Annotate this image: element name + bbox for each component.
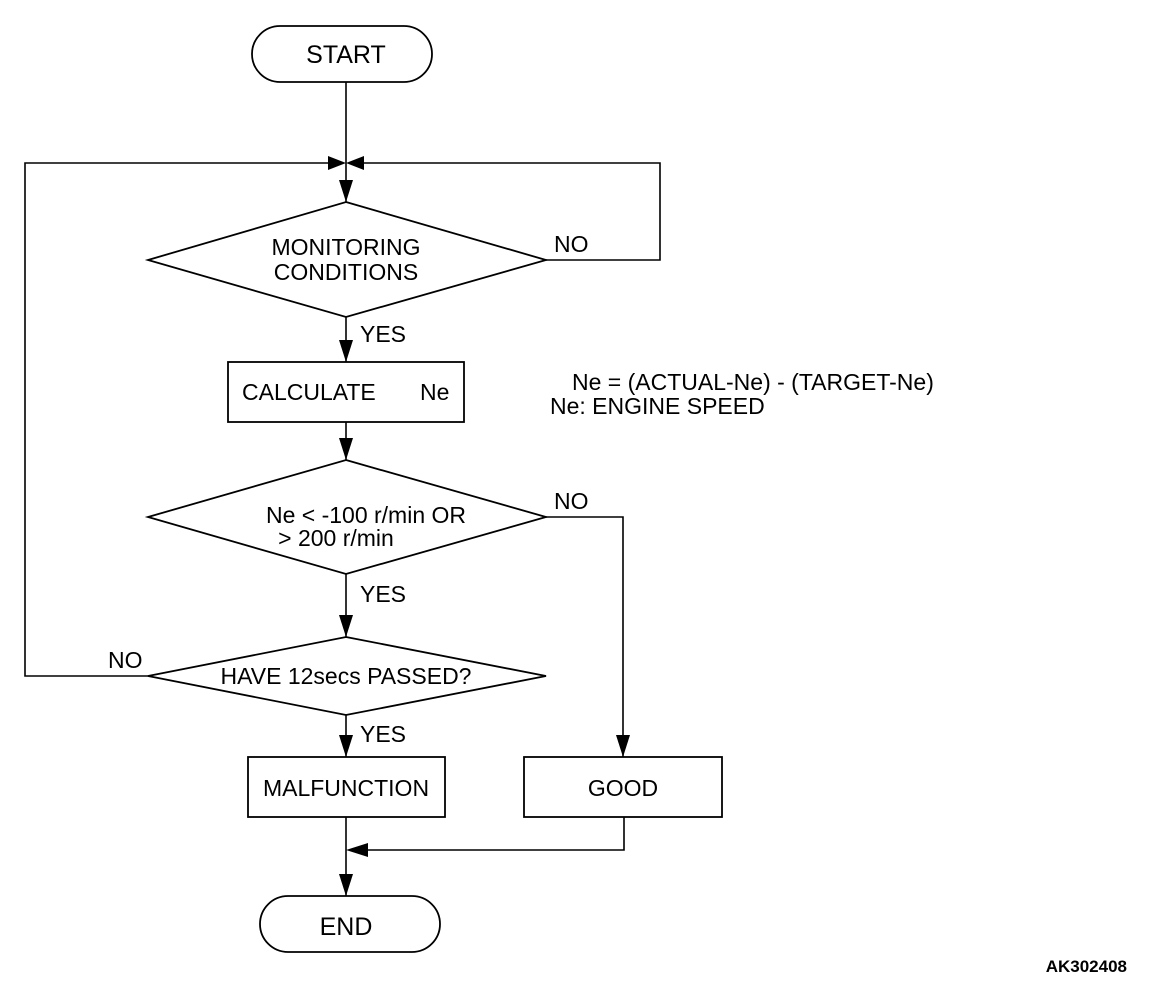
end-terminal: END [259,895,441,953]
arrowhead-to-good [616,735,630,757]
time-yes-label: YES [360,721,406,747]
monitoring-line2: CONDITIONS [274,259,418,285]
threshold-yes-label: YES [360,581,406,607]
arrowheads [328,156,630,896]
arrowhead-to-malfunction [339,735,353,757]
formula-text: Ne = (ACTUAL-Ne) - (TARGET-Ne) [572,369,934,395]
result-good: GOOD [523,756,723,818]
result-malfunction: MALFUNCTION [247,756,446,818]
monitoring-yes-label: YES [360,321,406,347]
process-calculate: CALCULATE Ne [227,361,465,423]
arrowhead-to-time [339,615,353,637]
threshold-no-label: NO [554,488,589,514]
connectors [24,82,661,896]
decision-time-passed: HAVE 12secs PASSED? NO YES [108,636,547,747]
start-terminal: START [251,25,433,83]
loop-no-time [24,162,330,677]
end-label: END [320,913,373,941]
loop-no-monitoring [362,162,661,261]
start-label: START [306,41,386,69]
good-label: GOOD [588,775,658,801]
arrowhead-to-monitoring [339,180,353,202]
arrowhead-to-end [339,874,353,896]
time-label: HAVE 12secs PASSED? [221,663,472,689]
figure-code: AK302408 [1046,957,1127,976]
calculate-symbol: Ne [420,379,449,405]
arrowhead-to-calculate [339,340,353,362]
time-no-label: NO [108,647,143,673]
decision-monitoring-conditions: MONITORING CONDITIONS NO YES [144,201,589,347]
monitoring-no-label: NO [554,231,589,257]
malfunction-label: MALFUNCTION [263,775,429,801]
arrowhead-to-threshold [339,438,353,460]
arrowhead-right-loop [346,156,364,170]
decision-threshold: Ne < -100 r/min OR > 200 r/min NO YES [144,459,589,607]
connector-good-to-end [362,817,625,851]
connector-threshold-no-to-good [546,516,624,757]
threshold-line2: > 200 r/min [278,525,394,551]
arrowhead-merge [346,843,368,857]
monitoring-line1: MONITORING [271,234,420,260]
arrowhead-left-loop [328,156,346,170]
threshold-line1: Ne < -100 r/min OR [266,502,466,528]
formula-notes: Ne = (ACTUAL-Ne) - (TARGET-Ne) Ne: ENGIN… [550,369,934,419]
calculate-label: CALCULATE [242,379,376,405]
definition-text: Ne: ENGINE SPEED [550,393,765,419]
